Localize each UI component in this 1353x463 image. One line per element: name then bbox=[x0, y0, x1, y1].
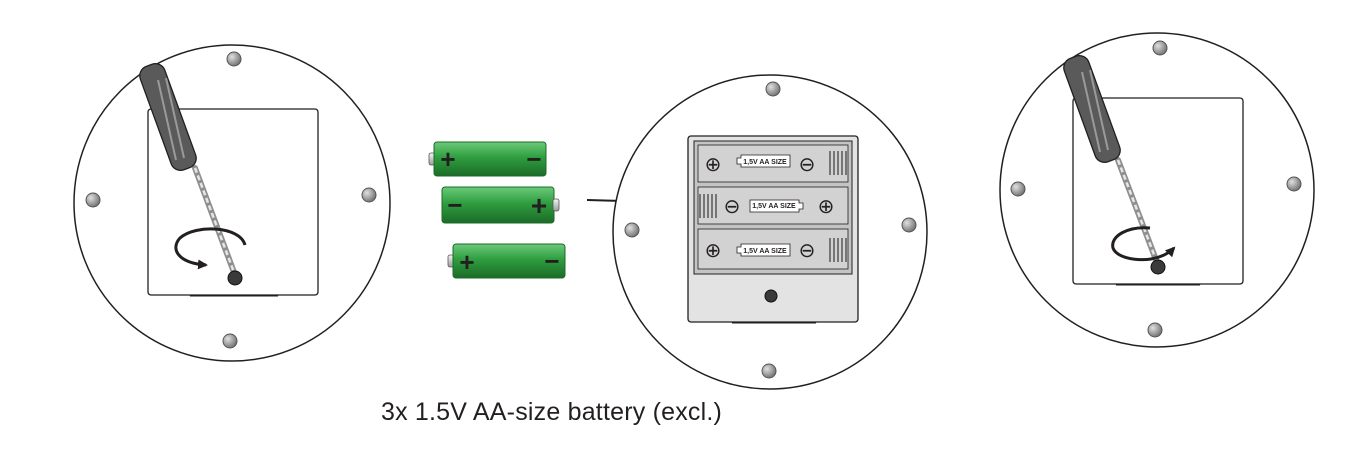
slot-2-minus-symbol: ⊖ bbox=[724, 196, 741, 218]
right-cover-screw bbox=[1150, 259, 1166, 275]
left-unit bbox=[73, 44, 391, 362]
middle-cover-screw-hole bbox=[764, 289, 778, 303]
spring-contact-icon bbox=[699, 194, 717, 218]
slot-1-battery-outline bbox=[736, 154, 791, 168]
middle-housing-screw-top bbox=[765, 81, 781, 97]
slot-3-plus-symbol: ⊕ bbox=[705, 240, 722, 262]
left-housing-screw-bottom bbox=[222, 333, 238, 349]
left-housing-screw-top bbox=[226, 51, 242, 67]
right-housing-screw-right bbox=[1286, 176, 1302, 192]
loose-battery-2: − + bbox=[441, 186, 560, 224]
compartment-slot-3: ⊕ 1,5V AA SIZE ⊖ bbox=[697, 228, 849, 270]
middle-housing-screw-left bbox=[624, 222, 640, 238]
slot-1-plus-symbol: ⊕ bbox=[705, 154, 722, 176]
slot-3-label: 1,5V AA SIZE bbox=[743, 248, 787, 255]
loose-battery-1: + − bbox=[428, 141, 547, 177]
left-cover-screw bbox=[227, 270, 243, 286]
right-unit bbox=[999, 32, 1315, 348]
slot-2-plus-symbol: ⊕ bbox=[818, 196, 835, 218]
right-housing-screw-top bbox=[1152, 40, 1168, 56]
battery-caption: 3x 1.5V AA-size battery (excl.) bbox=[380, 398, 723, 426]
middle-housing-screw-bottom bbox=[761, 363, 777, 379]
slot-3-battery-outline bbox=[736, 243, 791, 257]
slot-1-minus-symbol: ⊖ bbox=[799, 154, 816, 176]
loose-battery-3: + − bbox=[447, 243, 566, 279]
battery-3-plus-sign: + bbox=[459, 247, 474, 277]
battery-2-minus-sign: − bbox=[447, 190, 462, 220]
screwdriver-icon bbox=[139, 63, 238, 278]
screwdriver-icon bbox=[1063, 55, 1161, 268]
rotate-arrow-icon bbox=[174, 227, 247, 270]
compartment-slot-1: ⊕ 1,5V AA SIZE ⊖ bbox=[697, 144, 849, 183]
slot-1-label: 1,5V AA SIZE bbox=[743, 159, 787, 166]
loose-batteries: + − − + + − bbox=[428, 141, 734, 279]
middle-unit: ⊕ 1,5V AA SIZE ⊖ ⊖ 1,5V AA SIZE ⊕ ⊕ 1,5V… bbox=[612, 74, 928, 390]
left-housing-screw-right bbox=[361, 187, 377, 203]
right-housing-screw-left bbox=[1010, 181, 1026, 197]
battery-3-minus-sign: − bbox=[544, 246, 559, 276]
left-housing-screw-left bbox=[85, 192, 101, 208]
spring-contact-icon bbox=[829, 238, 847, 262]
right-housing-screw-bottom bbox=[1147, 322, 1163, 338]
slot-3-minus-symbol: ⊖ bbox=[799, 240, 816, 262]
battery-1-minus-sign: − bbox=[526, 144, 541, 174]
spring-contact-icon bbox=[829, 151, 847, 175]
rotate-arrow-icon bbox=[1111, 226, 1176, 262]
battery-2-plus-sign: + bbox=[531, 190, 547, 221]
slot-2-battery-outline bbox=[749, 199, 804, 213]
compartment-slot-2: ⊖ 1,5V AA SIZE ⊕ bbox=[697, 186, 849, 225]
middle-housing-screw-right bbox=[901, 217, 917, 233]
slot-2-label: 1,5V AA SIZE bbox=[752, 203, 796, 210]
battery-1-plus-sign: + bbox=[440, 144, 455, 174]
